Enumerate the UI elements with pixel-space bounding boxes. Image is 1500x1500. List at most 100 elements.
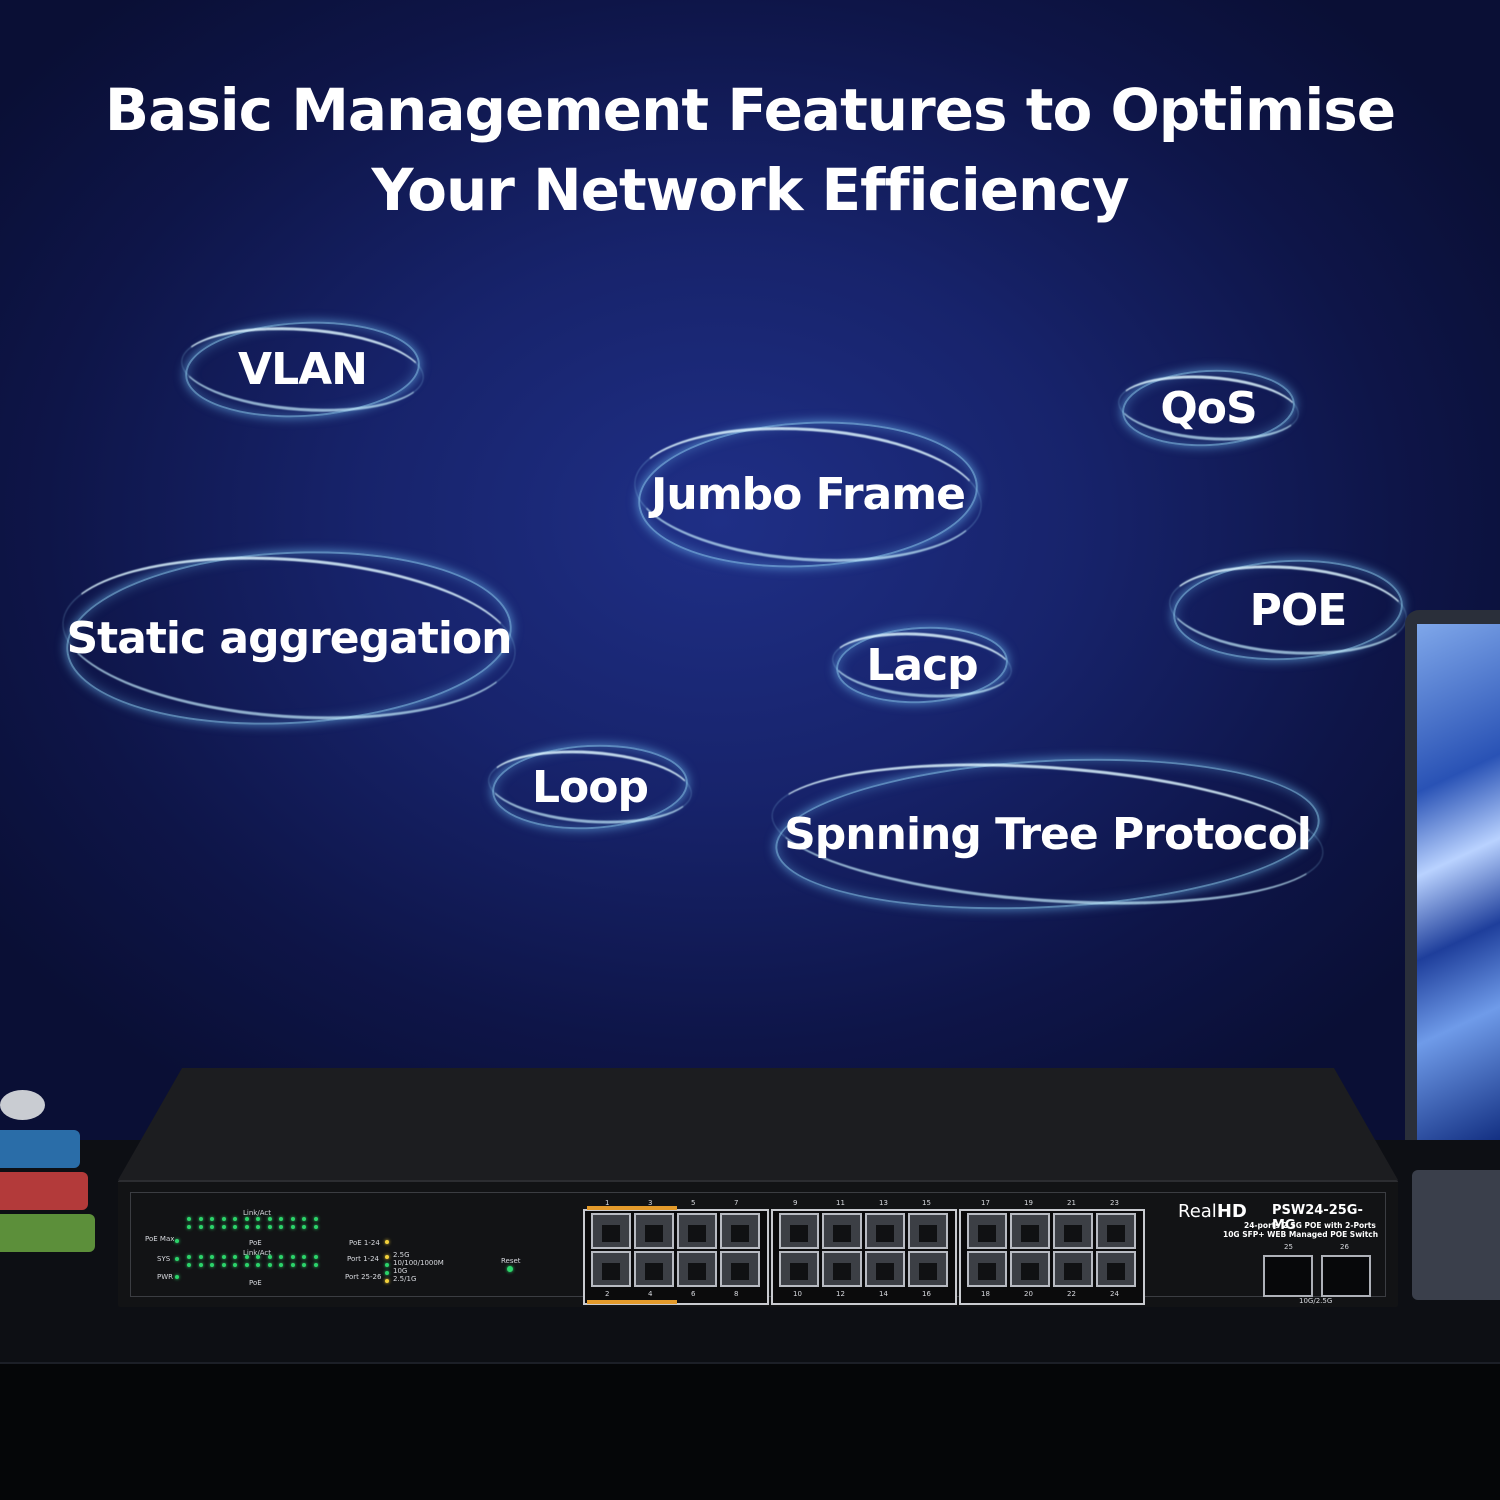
feature-label: VLAN <box>238 344 368 395</box>
rj45-port-16[interactable] <box>908 1251 948 1287</box>
port-led <box>256 1263 260 1267</box>
port-led <box>256 1217 260 1221</box>
switch-top-cover <box>118 1068 1398 1180</box>
port-led <box>187 1217 191 1221</box>
label-port-25-26: Port 25-26 <box>345 1273 382 1281</box>
port-led <box>244 1225 249 1229</box>
port-led <box>313 1217 318 1221</box>
port-led <box>187 1263 191 1267</box>
rj45-port-8[interactable] <box>720 1251 760 1287</box>
feature-label: POE <box>1249 584 1348 636</box>
sfp-port-26[interactable] <box>1321 1255 1371 1297</box>
port-led <box>198 1217 203 1221</box>
book <box>0 1214 95 1252</box>
port-number-label: 7 <box>734 1199 739 1207</box>
rj45-port-19[interactable] <box>1010 1213 1050 1249</box>
book <box>0 1130 80 1168</box>
led-speed-1g <box>385 1263 389 1267</box>
port-led <box>313 1225 318 1229</box>
cup <box>0 1090 45 1120</box>
legend-10g: 10G <box>393 1267 408 1275</box>
port-number-label: 20 <box>1024 1290 1033 1298</box>
poe-max-indicator-top <box>587 1206 677 1210</box>
port-led <box>267 1217 272 1221</box>
rj45-port-14[interactable] <box>865 1251 905 1287</box>
rj45-port-2[interactable] <box>591 1251 631 1287</box>
port-led <box>290 1255 295 1259</box>
laptop-screen <box>1417 624 1500 1140</box>
rj45-port-10[interactable] <box>779 1251 819 1287</box>
network-switch: PoE Max SYS PWR Link/Act Link/Act PoE Po… <box>118 1180 1398 1307</box>
port-number-label: 15 <box>922 1199 931 1207</box>
port-led <box>244 1255 249 1259</box>
port-led <box>210 1217 214 1221</box>
port-led <box>256 1225 260 1229</box>
port-led <box>302 1255 306 1259</box>
rj45-port-5[interactable] <box>677 1213 717 1249</box>
rj45-port-20[interactable] <box>1010 1251 1050 1287</box>
port-led <box>290 1263 295 1267</box>
port-led <box>210 1255 214 1259</box>
status-led <box>175 1239 179 1243</box>
port-number-label: 13 <box>879 1199 888 1207</box>
feature-label: QoS <box>1160 382 1257 434</box>
port-led <box>256 1255 260 1259</box>
port-led <box>267 1225 272 1229</box>
port-led <box>313 1263 318 1267</box>
port-number-label: 6 <box>691 1290 696 1298</box>
sfp-speed-label: 10G/2.5G <box>1299 1297 1333 1305</box>
port-led <box>198 1255 203 1259</box>
rj45-port-6[interactable] <box>677 1251 717 1287</box>
feature-bubble-lacp: Lacp <box>829 622 1015 708</box>
rj45-port-18[interactable] <box>967 1251 1007 1287</box>
port-led <box>279 1217 283 1221</box>
book <box>0 1172 88 1210</box>
feature-label: Lacp <box>866 639 978 691</box>
rj45-port-12[interactable] <box>822 1251 862 1287</box>
label-reset: Reset <box>501 1257 521 1265</box>
port-number-label: 2 <box>605 1290 610 1298</box>
label-sys: SYS <box>157 1255 171 1263</box>
rj45-port-17[interactable] <box>967 1213 1007 1249</box>
port-number-label: 12 <box>836 1290 845 1298</box>
sfp-port-label-26: 26 <box>1340 1243 1349 1251</box>
led-poe <box>385 1240 389 1244</box>
rj45-port-9[interactable] <box>779 1213 819 1249</box>
rj45-port-21[interactable] <box>1053 1213 1093 1249</box>
rj45-port-11[interactable] <box>822 1213 862 1249</box>
label-port-1-24: Port 1-24 <box>347 1255 379 1263</box>
poe-max-indicator-bottom <box>587 1300 677 1304</box>
port-led <box>187 1225 191 1229</box>
sfp-port-25[interactable] <box>1263 1255 1313 1297</box>
label-pwr: PWR <box>157 1273 174 1281</box>
reset-button[interactable] <box>507 1266 513 1272</box>
rj45-port-15[interactable] <box>908 1213 948 1249</box>
floor <box>0 1362 1500 1500</box>
port-led <box>279 1263 283 1267</box>
brand-regular: Real <box>1178 1201 1217 1222</box>
rj45-port-22[interactable] <box>1053 1251 1093 1287</box>
rj45-port-23[interactable] <box>1096 1213 1136 1249</box>
rj45-port-4[interactable] <box>634 1251 674 1287</box>
rj45-port-3[interactable] <box>634 1213 674 1249</box>
rj45-port-1[interactable] <box>591 1213 631 1249</box>
port-number-label: 4 <box>648 1290 653 1298</box>
status-led <box>175 1275 179 1279</box>
port-number-label: 3 <box>648 1199 653 1207</box>
feature-bubble-jumbo-frame: Jumbo Frame <box>629 413 987 576</box>
port-led <box>221 1255 226 1259</box>
rj45-port-24[interactable] <box>1096 1251 1136 1287</box>
model-number: PSW24-25G-MG <box>1272 1203 1363 1233</box>
led-speed-25-1g <box>385 1279 389 1283</box>
port-number-label: 11 <box>836 1199 845 1207</box>
feature-label: Loop <box>532 761 649 813</box>
port-led <box>302 1263 306 1267</box>
port-number-label: 14 <box>879 1290 888 1298</box>
switch-front-panel: PoE Max SYS PWR Link/Act Link/Act PoE Po… <box>130 1192 1386 1305</box>
feature-bubble-poe: POE <box>1166 554 1410 666</box>
rj45-port-13[interactable] <box>865 1213 905 1249</box>
port-number-label: 16 <box>922 1290 931 1298</box>
rj45-port-7[interactable] <box>720 1213 760 1249</box>
port-led <box>233 1217 237 1221</box>
